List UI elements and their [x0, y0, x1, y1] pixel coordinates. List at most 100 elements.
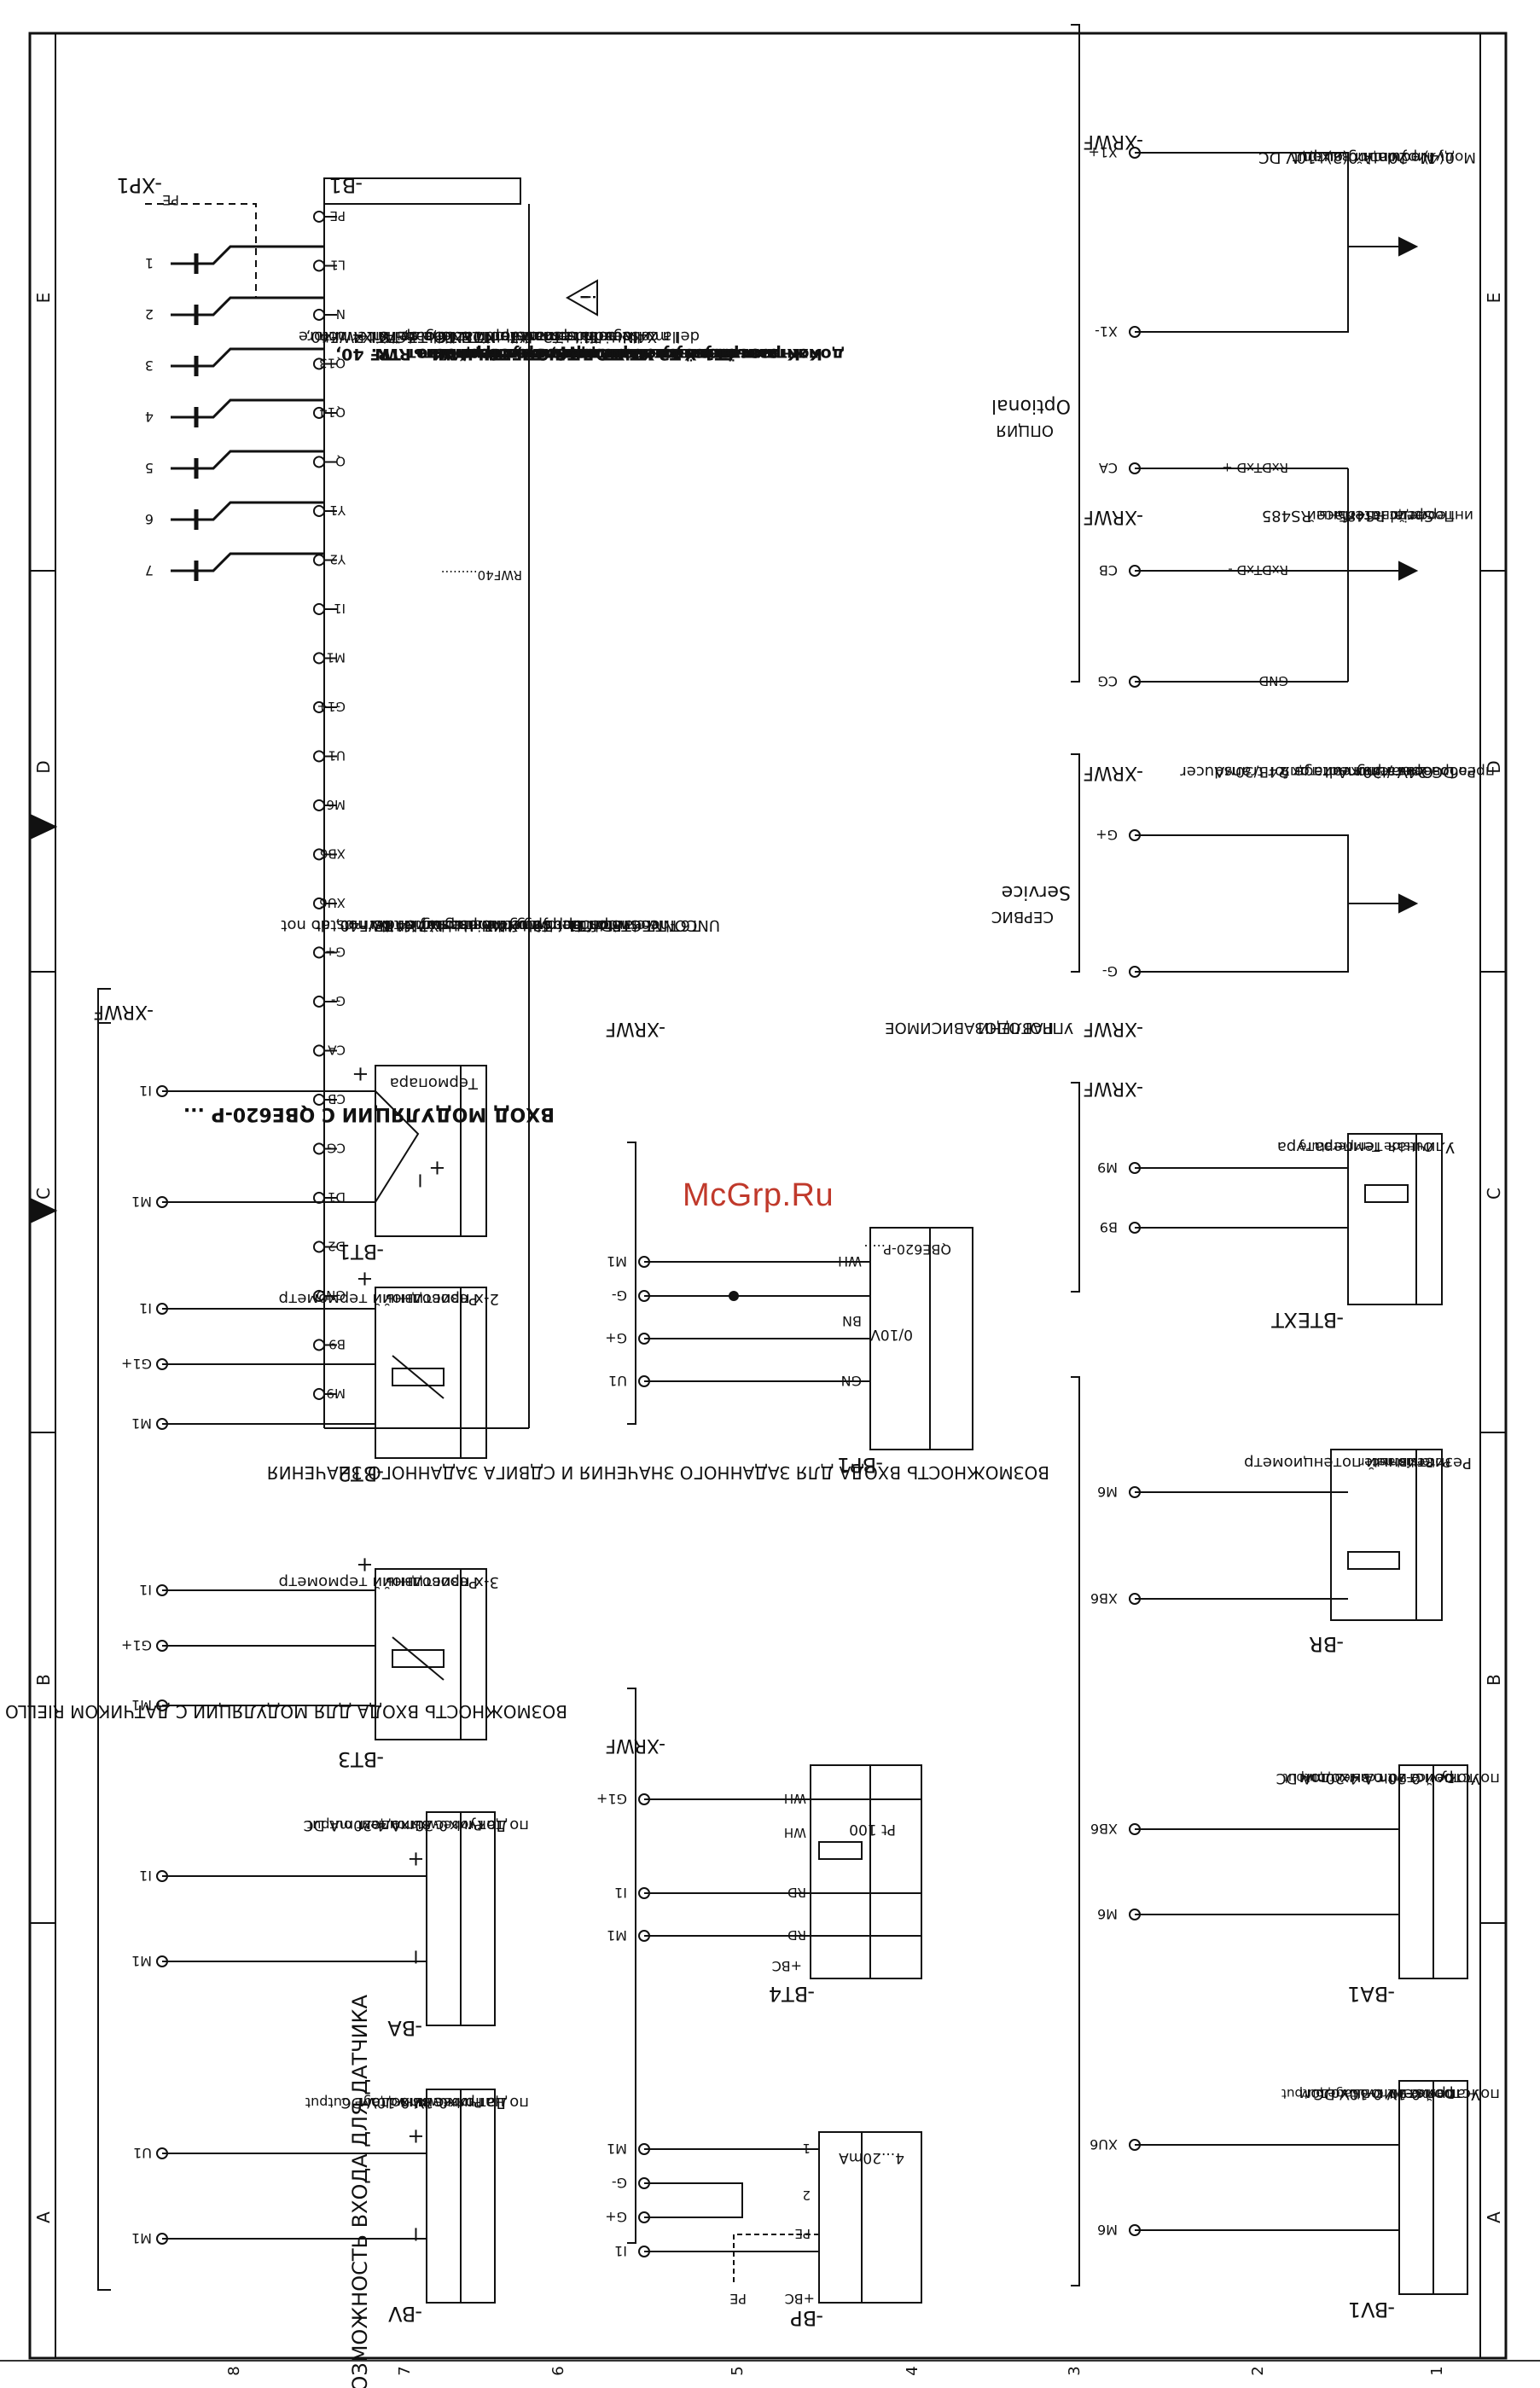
frame-row-label: C: [33, 1188, 54, 1200]
sensor-box-bt2: [375, 1287, 487, 1459]
terminal-label: M1: [131, 1194, 152, 1210]
note-italian-line: nella spina X7 non collegare l'interrutt…: [299, 328, 618, 346]
controller-terminal: [313, 897, 325, 909]
controller-id: -B1: [328, 173, 363, 197]
section-title-weather-2: УПРАВЛЕНИ: [978, 1019, 1073, 1037]
plug-pin-number: 7: [145, 562, 154, 578]
modulating-desc-1: Modulating output: [1293, 148, 1433, 166]
sensor-range-ba: 0-20mA 4-20mA DC: [304, 1816, 448, 1833]
xrwf-label-setpoint: -XRWF: [1083, 1018, 1143, 1039]
serial-desc-en: Serial Interface RS485: [1262, 507, 1433, 525]
controller-terminal: [313, 504, 325, 517]
riello-strip-bracket: [627, 1688, 636, 2244]
xrwf-label-sensors: -XRWF: [93, 1001, 154, 1022]
controller-terminal: [313, 1191, 325, 1204]
controller-terminal: [313, 1093, 325, 1106]
sensor-range-bv1: 0-1V 0-10V DC: [1314, 2085, 1421, 2102]
xrwf-label-service: -XRWF: [1083, 762, 1143, 783]
note-russian-line: Контакты T1 и T2 на X7 и T6, T7, T8 на X…: [431, 345, 822, 363]
controller-terminal: [313, 308, 325, 321]
sensor-desc-en-br: Resistance: [1364, 1455, 1433, 1470]
controller-terminal-label: N: [336, 306, 346, 322]
wire-colour-label: WH: [784, 1791, 806, 1806]
setpoint-strip-bracket: [1071, 1376, 1080, 2286]
controller-terminal-label: M9: [327, 1386, 346, 1401]
wire-bp-bridge: [644, 2182, 743, 2218]
note-english-line: T6 - T7 - T8 of the plug X4 must stay: [417, 916, 700, 934]
controller-terminal: [313, 1339, 325, 1351]
serial-signal-label: GND: [1259, 673, 1288, 689]
note-italian-line: della X4 devono rimanere NON COLLEGATI.: [367, 328, 700, 346]
terminal-number: PE: [794, 2226, 811, 2241]
sensor-id-bt3: -BT3: [338, 1747, 384, 1771]
controller-terminal: [313, 848, 325, 861]
rtd-arrow: [392, 1636, 445, 1681]
wire-colour-label: BN: [842, 1313, 862, 1329]
frame-row-label: B: [33, 1674, 54, 1686]
sensor-desc-ru-ba1: Устройство с выходом: [1299, 1769, 1480, 1787]
controller-terminal: [313, 406, 325, 419]
frame-centre-mark: [29, 1197, 58, 1224]
terminal-label: XU6: [1090, 2136, 1118, 2153]
terminal-label: M6: [1097, 1484, 1118, 1500]
polarity-plus: +: [352, 1270, 376, 1287]
sensor-id-bv1: -BV1: [1348, 2298, 1395, 2321]
controller-terminal-label: B9: [328, 1337, 346, 1352]
sensor-desc-ru-ba: Датчик с выходом: [359, 1816, 508, 1834]
sensor-id-bt4: -BT4: [769, 1982, 815, 2006]
polarity-plus: +: [352, 1556, 376, 1573]
sheet-frame-inner: [29, 32, 1507, 2359]
note-english-line: UNCONNECTED.: [596, 916, 720, 934]
terminal-label: G1+: [596, 1791, 627, 1807]
service-desc-ru-2: преобразователя пост.ток 24В/30мА: [1214, 763, 1495, 780]
plug-pe-wire: [145, 203, 257, 298]
arrow-head: [1398, 236, 1419, 257]
controller-terminal-label: Y1: [329, 503, 346, 518]
terminal-label: M6: [1097, 1906, 1118, 1922]
service-strip-bracket: [1071, 753, 1080, 973]
terminal-label: G+: [1095, 827, 1118, 843]
sensor-range-bv: 0-1V 0-10V DC: [341, 2094, 448, 2111]
controller-terminal: [313, 1240, 325, 1253]
terminal-label: X1-: [1095, 323, 1118, 340]
controller-terminal-label: U1: [328, 748, 346, 764]
frame-column-label: 8: [225, 2366, 243, 2375]
frame-column-label: 2: [1249, 2366, 1267, 2375]
frame-column-label: 7: [396, 2366, 414, 2375]
sensor-box-br: [1330, 1449, 1443, 1621]
terminal-label: G-: [1102, 963, 1118, 979]
controller-terminal-label: L1: [330, 258, 346, 273]
terminal-label: M1: [131, 1415, 152, 1432]
polarity-plus: +: [404, 1851, 427, 1868]
plug-id: -XP1: [116, 173, 162, 197]
plug-pin-number: 6: [145, 511, 154, 527]
section-title-optional-en: Optional: [991, 395, 1071, 416]
sensor-box-bt3: [375, 1568, 487, 1740]
frame-column-label: 1: [1428, 2366, 1446, 2375]
controller-terminal: [313, 799, 325, 811]
service-desc-ru-1: Рабочее напряжение для: [1281, 763, 1476, 780]
polarity-plus: +: [425, 1159, 449, 1177]
terminal-label: G+: [605, 2209, 627, 2225]
terminal-label: I1: [139, 1868, 152, 1884]
rtd-element-btext: [1364, 1184, 1409, 1203]
plug-pin-wire: [171, 552, 324, 572]
section-title-service-ru: СЕРВИС: [991, 908, 1054, 926]
sensor-desc-ru-br: Резистивный потенциометр: [1244, 1454, 1472, 1472]
wire-service-loop: [1135, 834, 1349, 973]
controller-terminal-label: CB: [328, 1091, 346, 1107]
controller-terminal-label: Y2: [329, 552, 346, 567]
controller-terminal: [313, 1142, 325, 1155]
terminal-label: XB6: [1090, 1590, 1118, 1607]
terminal-number: 2: [802, 2188, 811, 2203]
frame-column-label: 6: [549, 2366, 567, 2375]
sensor-desc-bt2-2: 2-х проводной: [382, 1290, 499, 1308]
sensor-desc-ru-ba1-2: по току: [1438, 1769, 1500, 1787]
section-title-riello: ВОЗМОЖНОСТЬ ВХОДА ДЛЯ МОДУЛЯЦИИ С ДАТЧИК…: [5, 1701, 567, 1722]
plug-pin-wire: [171, 501, 324, 521]
controller-terminal-label: CG: [327, 1141, 346, 1156]
frame-column-label: 3: [1066, 2366, 1084, 2375]
sensor-desc-ru-bv: Датчик с выходом: [359, 2094, 508, 2112]
